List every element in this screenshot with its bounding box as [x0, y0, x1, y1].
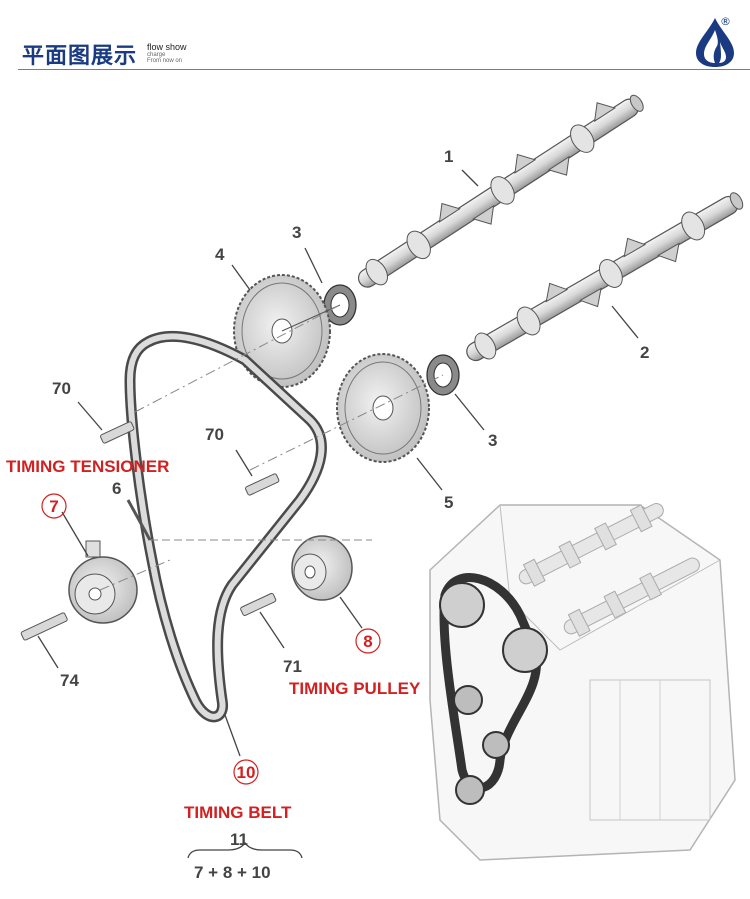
page-header: 平面图展示 flow show charge From now on ® [0, 0, 750, 70]
circle-part-8 [355, 628, 381, 654]
brand-logo-icon [696, 18, 734, 67]
label-timing-pulley: TIMING PULLEY [289, 679, 421, 698]
engine-block [429, 503, 736, 861]
circle-part-7 [41, 493, 67, 519]
cam-gear-5 [336, 353, 443, 491]
timing-pulley [291, 535, 363, 629]
bolt-70-upper [77, 401, 135, 444]
centre-lines [99, 304, 444, 591]
part-number-5: 5 [444, 493, 453, 512]
engine-belt-system [439, 573, 548, 805]
part-number-7: 7 [49, 497, 58, 516]
part-number-1: 1 [444, 147, 453, 166]
part-number-11: 11 [230, 830, 248, 849]
part-number-71: 71 [283, 657, 302, 676]
label-timing-tensioner: TIMING TENSIONER [6, 457, 169, 476]
timing-tensioner [61, 511, 138, 624]
part-number-10: 10 [237, 763, 256, 782]
seal-lower [426, 354, 485, 431]
part-number-3-upper: 3 [292, 223, 301, 242]
header-subtitle: flow show [147, 42, 187, 52]
part-number-8: 8 [363, 632, 372, 651]
header-title: 平面图展示 [22, 44, 138, 69]
part-number-70-lower: 70 [205, 425, 224, 444]
part-number-2: 2 [640, 343, 649, 362]
header-caption-1: charge [147, 52, 166, 58]
bolt-74 [20, 612, 68, 669]
dowel-6 [126, 499, 372, 541]
header-divider [18, 69, 750, 70]
bolt-70-lower [235, 449, 280, 496]
part-number-4: 4 [215, 245, 225, 264]
label-timing-belt: TIMING BELT [184, 803, 292, 822]
registered-mark: ® [720, 15, 731, 28]
kit-brace [187, 841, 303, 859]
circle-part-10 [233, 759, 259, 785]
bolt-71 [240, 592, 285, 649]
part-number-74: 74 [60, 671, 79, 690]
part-number-3-lower: 3 [488, 431, 497, 450]
cam-gear-4 [231, 264, 341, 388]
camshaft-2 [466, 192, 744, 362]
camshaft-1 [357, 94, 644, 288]
part-number-70-upper: 70 [52, 379, 71, 398]
kit-composition: 7 + 8 + 10 [194, 863, 271, 882]
part-number-6: 6 [112, 479, 121, 498]
header-caption-2: From now on [147, 58, 183, 64]
